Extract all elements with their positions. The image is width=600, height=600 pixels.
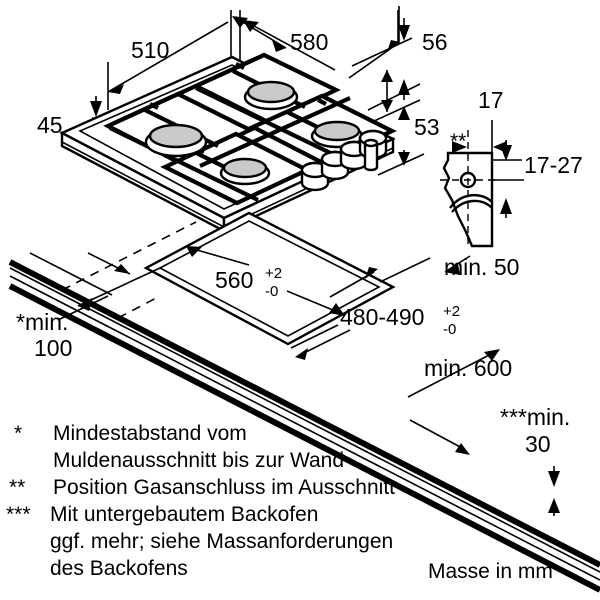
burner-left xyxy=(144,123,208,158)
footnote-3-line-3: des Backofens xyxy=(50,557,188,580)
label-560-group: 560 +2 -0 xyxy=(215,265,282,300)
label-min30-group: ***min. 30 xyxy=(500,404,570,457)
label-min-50: min. 50 xyxy=(444,254,519,280)
label-17-27: 17-27 xyxy=(524,152,583,178)
label-45: 45 xyxy=(37,112,63,138)
label-min600: min. 600 xyxy=(424,355,512,381)
label-560: 560 xyxy=(215,267,253,293)
gas-hob-isometric xyxy=(59,52,397,233)
label-min30-line2: 30 xyxy=(525,431,551,457)
label-480-490-tol-plus: +2 xyxy=(443,303,460,320)
dimension-53-group xyxy=(371,99,425,176)
units-note: Masse in mm xyxy=(428,560,553,583)
dimension-480-490-group xyxy=(290,257,431,360)
label-53: 53 xyxy=(414,114,440,140)
burner-rear-right xyxy=(243,80,299,111)
label-min100-line2: 100 xyxy=(34,335,72,361)
label-17: 17 xyxy=(478,87,504,113)
gas-connection-detail xyxy=(440,120,524,275)
label-560-tol-plus: +2 xyxy=(265,265,282,282)
label-min100-group: *min. 100 xyxy=(16,309,72,361)
gas-pipe-stub xyxy=(363,138,379,172)
footnote-3-line-1: Mit untergebautem Backofen xyxy=(50,503,319,526)
label-480-490: 480-490 xyxy=(340,304,424,330)
footnote-2-marker: ** xyxy=(9,476,25,499)
label-560-tol-minus: -0 xyxy=(265,283,278,300)
label-510: 510 xyxy=(131,37,169,63)
footnote-3: *** Mit untergebautem Backofen ggf. mehr… xyxy=(6,503,393,580)
label-480-490-group: 480-490 +2 -0 xyxy=(340,303,460,338)
label-min100-line1: *min. xyxy=(16,309,68,335)
footnote-1-line-1: Mindestabstand vom xyxy=(53,422,247,445)
footnote-2: ** Position Gasanschluss im Ausschnitt xyxy=(9,476,395,499)
label-480-490-tol-minus: -0 xyxy=(443,321,456,338)
dimension-min100-group xyxy=(29,252,161,321)
footnote-1-line-2: Muldenausschnitt bis zur Wand xyxy=(53,449,344,472)
dimension-min30-group xyxy=(548,466,560,516)
label-580: 580 xyxy=(290,29,328,55)
label-56: 56 xyxy=(422,29,448,55)
footnote-1: * Mindestabstand vom Muldenausschnitt bi… xyxy=(14,422,344,472)
footnote-1-marker: * xyxy=(14,422,22,445)
footnote-3-line-2: ggf. mehr; siehe Massanforderungen xyxy=(50,530,393,553)
label-min30-line1: ***min. xyxy=(500,404,570,430)
dimension-min600-group xyxy=(407,349,500,455)
dimension-510-group xyxy=(107,10,287,110)
projection-lines xyxy=(61,221,197,319)
footnote-2-line-1: Position Gasanschluss im Ausschnitt xyxy=(53,476,395,499)
burner-front xyxy=(219,157,271,186)
dimension-56-group xyxy=(351,18,421,112)
footnote-3-marker: *** xyxy=(6,503,31,526)
dimension-560-group xyxy=(186,246,345,316)
label-gas-marker: ** xyxy=(450,130,466,153)
